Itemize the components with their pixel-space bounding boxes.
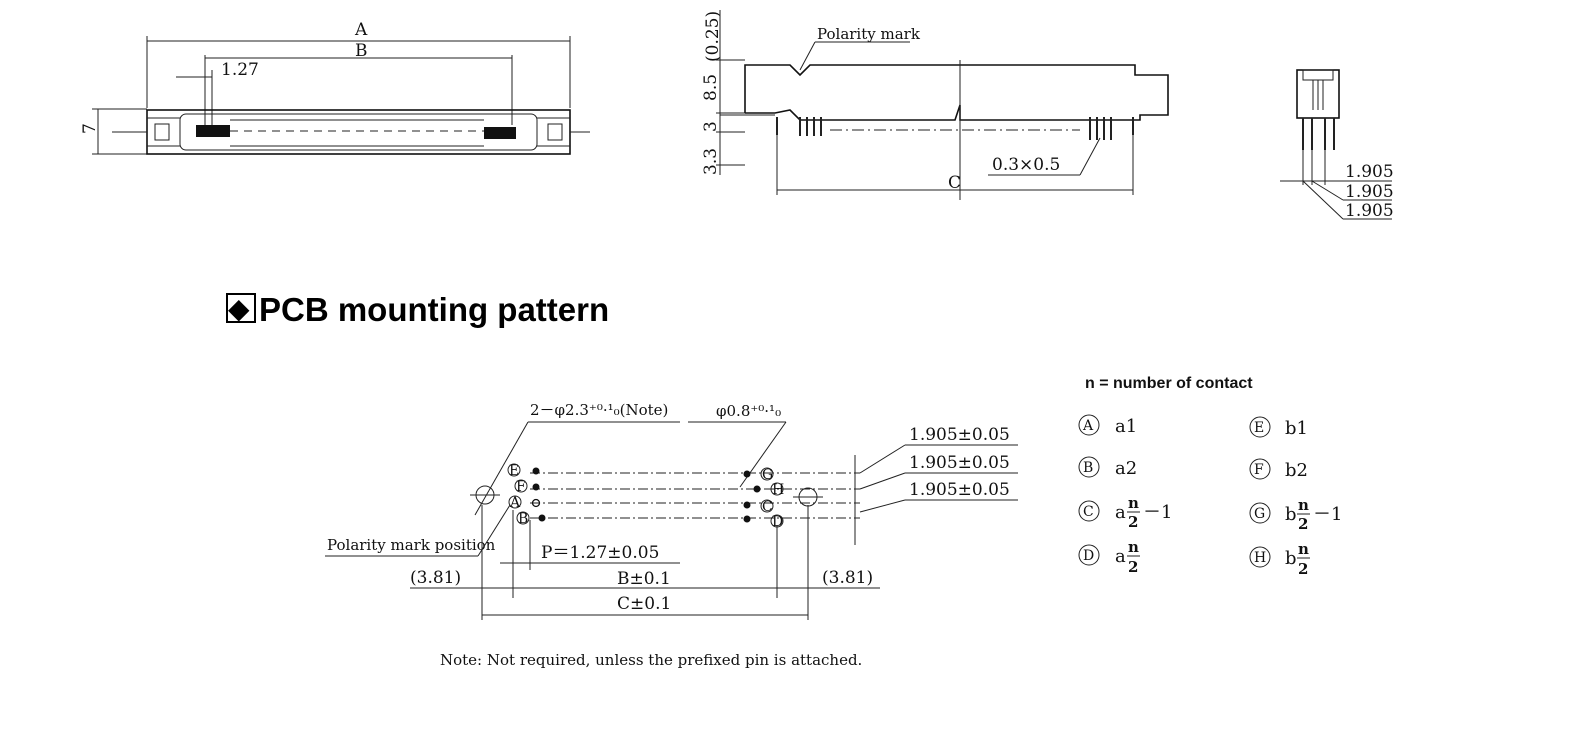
legend-frac-den-g: 2 [1298, 515, 1308, 533]
svg-text:b2: b2 [1285, 460, 1308, 481]
p-dim-label: P＝1.27±0.05 [541, 543, 659, 563]
dim-a-label: A [354, 20, 368, 40]
legend-item-e: E b1 [1249, 416, 1308, 439]
dim-pitch-label: 1.27 [221, 60, 259, 80]
pin-label-c: C [762, 499, 773, 515]
legend-item-f: F b2 [1249, 458, 1308, 481]
end-dim-2: 1.905 [1345, 182, 1394, 202]
pcb-note: Note: Not required, unless the prefixed … [440, 651, 862, 669]
legend-value-a: 1 [1126, 416, 1137, 437]
legend-value-e: 1 [1297, 418, 1308, 439]
legend-value-b: 2 [1126, 458, 1137, 479]
legend-letter-c: C [1083, 504, 1094, 520]
dim-c-label: C [948, 173, 961, 193]
small-hole-label: φ0.8⁺⁰·¹₀ [716, 402, 781, 420]
c-dim-label: C±0.1 [617, 594, 671, 614]
dim-pin-label: 0.3×0.5 [992, 155, 1060, 175]
end-dim-1: 1.905 [1345, 162, 1394, 182]
polarity-mark-label: Polarity mark [817, 25, 921, 43]
large-hole-label: 2－φ2.3⁺⁰·¹₀(Note) [530, 401, 668, 419]
legend-frac-den-d: 2 [1128, 558, 1138, 576]
section-title: PCB mounting pattern [259, 291, 609, 328]
right-margin-label: (3.81) [822, 568, 873, 588]
legend-letter-b: B [1083, 460, 1093, 476]
legend-frac-num-d: n [1128, 538, 1139, 556]
side-view: (0.25) 8.5 3 3.3 Polarity mark [701, 10, 1169, 200]
pin-label-b: B [518, 511, 528, 527]
section-heading: ◆ PCB mounting pattern [226, 291, 609, 328]
legend-row-a: a [1115, 416, 1126, 437]
legend-title: n = number of contact [1085, 375, 1253, 392]
legend-frac-num-h: n [1298, 540, 1309, 558]
dim-3-label: 3 [701, 121, 721, 132]
legend-row-f: b [1285, 460, 1297, 481]
pcb-pattern: 2－φ2.3⁺⁰·¹₀(Note) φ0.8⁺⁰·¹₀ E F A B [325, 401, 1018, 669]
legend-frac-num-g: n [1298, 496, 1309, 514]
dim-height-label: 7 [80, 123, 100, 134]
pin-label-d: D [772, 514, 783, 530]
pitch-dim-2: 1.905±0.05 [909, 453, 1010, 473]
legend-frac-num-c: n [1128, 494, 1139, 512]
diamond-icon: ◆ [228, 292, 250, 325]
end-view: 1.905 1.905 1.905 [1280, 69, 1394, 221]
end-dim-3: 1.905 [1345, 201, 1394, 221]
legend-row-d: a [1115, 546, 1126, 567]
legend-frac-den-c: 2 [1128, 513, 1138, 531]
legend-row-h: b [1285, 548, 1297, 569]
legend-frac-den-h: 2 [1298, 560, 1308, 578]
legend-letter-d: D [1083, 548, 1094, 564]
legend-item-c: C a n 2 －1 [1078, 494, 1172, 531]
pin-label-g: G [762, 467, 773, 483]
legend-item-b: B a2 [1078, 456, 1137, 479]
legend-minus-g: －1 [1313, 504, 1342, 525]
pin-label-a: A [509, 495, 521, 511]
dim-33-label: 3.3 [701, 148, 721, 175]
legend-row-c: a [1115, 502, 1126, 523]
legend-item-a: A a1 [1078, 414, 1137, 437]
legend-minus-c: －1 [1143, 502, 1172, 523]
legend-row-g: b [1285, 504, 1297, 525]
legend-letter-g: G [1254, 506, 1265, 522]
svg-text:a2: a2 [1115, 458, 1137, 479]
legend-row-e: b [1285, 418, 1297, 439]
polarity-position-label: Polarity mark position [327, 536, 496, 554]
pitch-dim-3: 1.905±0.05 [909, 480, 1010, 500]
svg-text:b1: b1 [1285, 418, 1308, 439]
legend-letter-f: F [1254, 462, 1264, 478]
legend-item-h: H b n 2 [1249, 540, 1310, 578]
legend-value-f: 2 [1297, 460, 1308, 481]
legend-item-d: D a n 2 [1078, 538, 1140, 576]
pitch-dim-1: 1.905±0.05 [909, 425, 1010, 445]
legend-letter-e: E [1254, 420, 1264, 436]
dim-b-label: B [355, 41, 368, 61]
legend-item-g: G b n 2 －1 [1249, 496, 1342, 533]
legend-row-b: a [1115, 458, 1126, 479]
legend-letter-h: H [1254, 550, 1266, 566]
pin-label-e: E [509, 463, 519, 479]
svg-text:a1: a1 [1115, 416, 1137, 437]
dim-85-label: 8.5 [701, 74, 721, 101]
legend-letter-a: A [1082, 418, 1094, 434]
b-dim-label: B±0.1 [617, 569, 671, 589]
left-margin-label: (3.81) [410, 568, 461, 588]
pin-label-f: F [516, 479, 526, 495]
pcb-pin-label-group: E F A B G H C D [507, 463, 784, 530]
contact-legend: n = number of contact A a1 B a2 C a n 2 … [1078, 375, 1342, 578]
top-view: A B 1.27 7 [80, 20, 590, 155]
pin-label-h: H [772, 482, 784, 498]
dim-025-label: (0.25) [703, 11, 723, 62]
